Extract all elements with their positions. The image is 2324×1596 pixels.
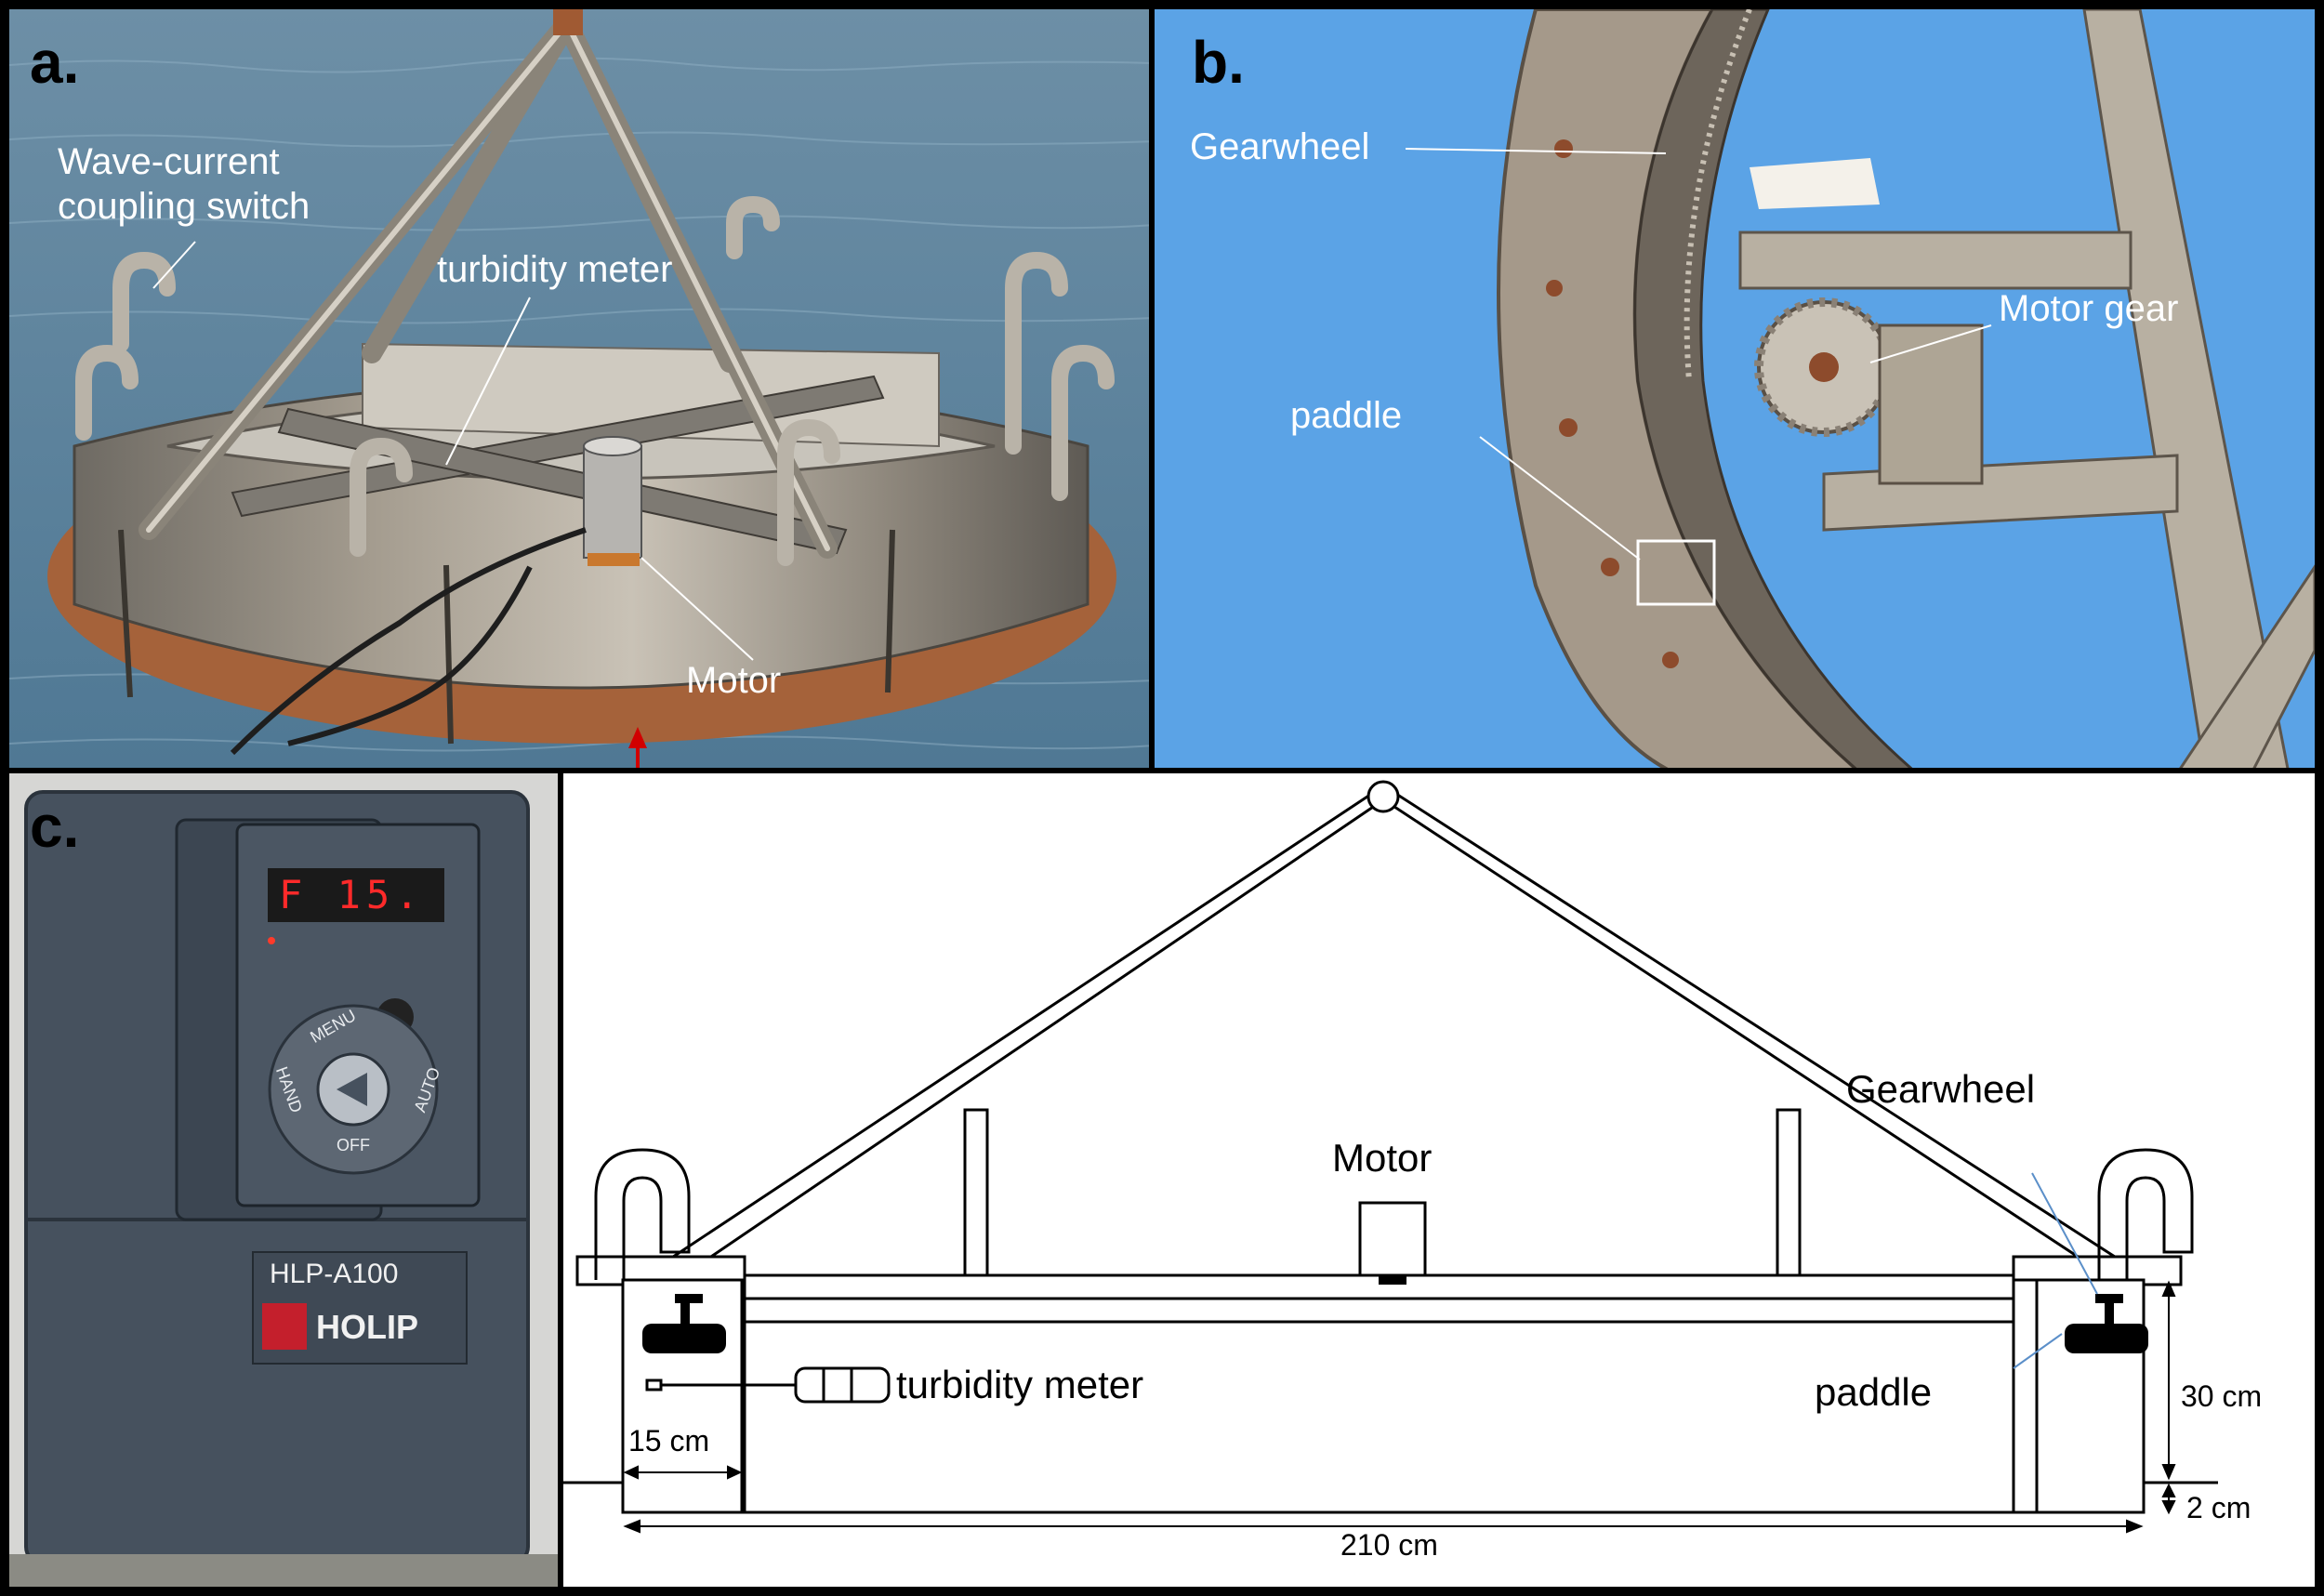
rust-spots <box>1546 139 1679 668</box>
wave-current-line-2: coupling switch <box>58 186 310 227</box>
dimension-210cm: 210 cm <box>1340 1528 1438 1562</box>
panel-c-label: c. <box>30 793 80 860</box>
cross-beams <box>231 375 885 555</box>
gearwheel-label-b: Gearwheel <box>1190 126 1370 167</box>
panel-d-leader-lines <box>2013 1172 2098 1369</box>
holip-logo-mark <box>262 1303 307 1350</box>
panel-a-illustration <box>9 9 1149 768</box>
panel-d-drawing <box>563 780 2218 1534</box>
motor-cylinder <box>583 445 642 559</box>
panel-b-illustration <box>1155 9 2315 768</box>
dimension-30cm: 30 cm <box>2181 1379 2263 1413</box>
dimension-15cm: 15 cm <box>628 1424 710 1458</box>
status-leds <box>268 937 275 944</box>
vfd-display-reading: F 15. <box>279 872 425 917</box>
frame-apex <box>553 9 583 35</box>
motor-label-a: Motor <box>686 660 782 701</box>
paddles-and-shafts <box>642 1275 2148 1353</box>
wall-seams <box>118 529 895 745</box>
gear-track <box>1633 9 1913 768</box>
paddle-label-d: paddle <box>1815 1370 1933 1414</box>
right-gearwheel <box>2095 1294 2123 1303</box>
schematic-lines <box>563 780 2218 1514</box>
wave-current-switch-label: Wave-current coupling switch <box>58 139 310 229</box>
panel-b-leader-lines <box>1405 148 1992 561</box>
model-number: HLP-A100 <box>270 1259 399 1289</box>
paddle-highlight-box <box>1636 539 1716 606</box>
panel-b-photo: b. Gearwheel Motor gear paddle <box>1155 9 2315 773</box>
brand-name: HOLIP <box>316 1308 419 1346</box>
panel-c-photo: c. F 15. MENU HAND AUTO OFF HLP-A100 HOL… <box>9 773 558 1587</box>
dimension-lines <box>623 1280 2176 1534</box>
left-paddle <box>642 1324 726 1353</box>
led-display <box>268 868 444 922</box>
paddle-label-b: paddle <box>1290 395 1403 436</box>
off-key-label: OFF <box>337 1136 370 1154</box>
panel-a-photo: a. Wave-current coupling switch turbidit… <box>9 9 1155 773</box>
panel-b-label: b. <box>1192 29 1245 96</box>
panel-c-illustration <box>9 773 558 1587</box>
gearwheel-label-d: Gearwheel <box>1846 1067 2036 1111</box>
inner-back-wall <box>362 342 940 448</box>
motor-mount <box>1878 323 1984 485</box>
panel-a-leader-lines <box>152 241 754 661</box>
turbidity-meter-label-a: turbidity meter <box>437 249 673 290</box>
lifting-hooks <box>75 195 1115 566</box>
motor-shaft <box>1379 1275 1406 1285</box>
motor-label-d: Motor <box>1332 1136 1433 1180</box>
sun-glare <box>1750 158 1880 209</box>
dimension-2cm: 2 cm <box>2186 1491 2251 1524</box>
cables <box>230 527 587 756</box>
turbidity-meter-label-d: turbidity meter <box>896 1363 1144 1406</box>
ground <box>9 1554 558 1587</box>
motor-gear <box>1754 297 1894 437</box>
right-paddle <box>2065 1324 2148 1353</box>
panel-a-label: a. <box>30 29 80 96</box>
panel-d-schematic: d. Gearwheel Motor turbidity meter paddl… <box>558 773 2315 1587</box>
motor-gear-label-b: Motor gear <box>1999 288 2179 329</box>
wave-current-line-1: Wave-current <box>58 141 280 182</box>
